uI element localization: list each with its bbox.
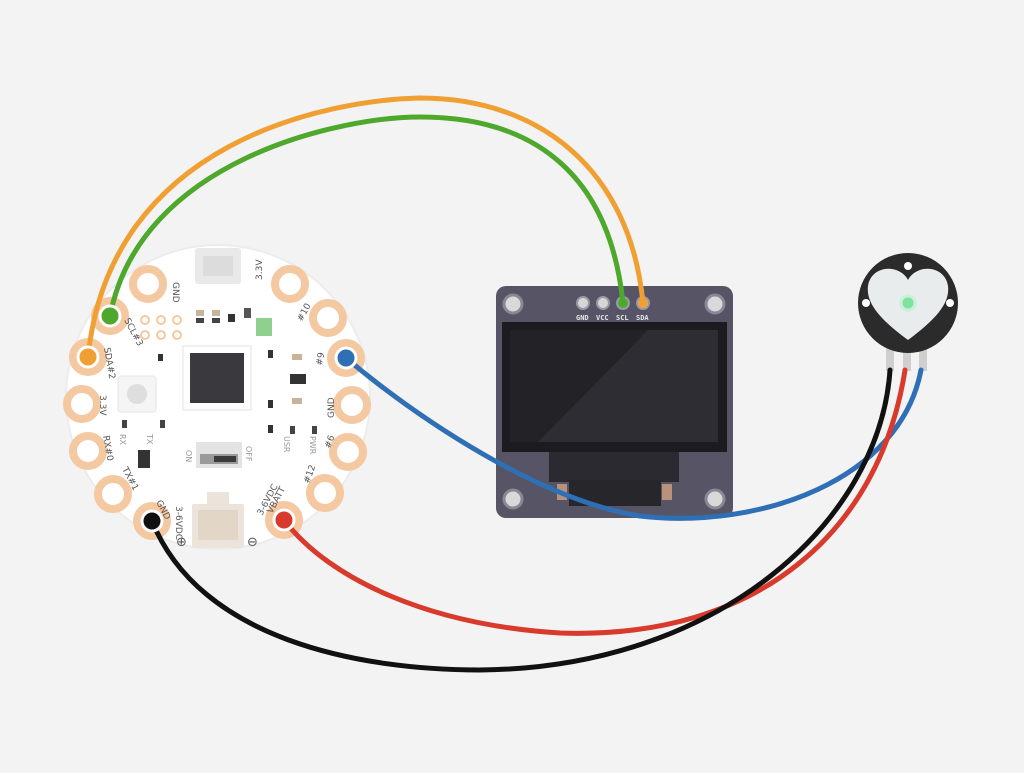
wire-power-red[interactable]: [281, 367, 908, 636]
oled-flex-cable: [549, 452, 679, 482]
smd-component: [268, 400, 273, 408]
pad-rx0[interactable]: [69, 432, 107, 470]
sensor-lead-ground: [886, 345, 894, 371]
resistor: [196, 310, 204, 316]
smd-component: [160, 420, 165, 428]
label-rx0: RX#0: [100, 435, 114, 462]
label-9: #9: [315, 351, 327, 366]
pad-12[interactable]: [306, 474, 344, 512]
pad-3v3-left[interactable]: [63, 385, 101, 423]
label-pwr: PWR: [308, 436, 317, 455]
wire-signal-blue[interactable]: [343, 355, 924, 521]
label-off: OFF: [244, 446, 253, 462]
smd-component: [268, 425, 273, 433]
oled-screen-glare: [510, 330, 648, 442]
oled-flex-tab: [662, 484, 672, 500]
plus-polarity-mark: ⊕: [176, 535, 187, 550]
smd-component: [138, 450, 150, 468]
label-rx: RX: [118, 434, 127, 446]
oled-pin-vcc[interactable]: [596, 296, 610, 310]
via-holes: [140, 315, 182, 340]
wire-end-scl[interactable]: [98, 304, 122, 328]
label-3-6vdc-bottom: 3-6VDC: [173, 506, 183, 540]
smd-component: [290, 374, 306, 384]
microcontroller-board: GND 3.3V #10 #9 GND #6 #12 3-6VDC VBATT …: [63, 244, 371, 550]
sensor-hole: [904, 262, 912, 270]
wire-end-pin9[interactable]: [334, 346, 358, 370]
wire-end-gnd[interactable]: [140, 509, 164, 533]
label-6: #6: [323, 434, 337, 450]
minus-polarity-mark: ⊖: [247, 535, 258, 550]
smd-component: [212, 318, 220, 323]
wire-endpoints: [76, 298, 648, 533]
label-3v3-top: 3.3V: [255, 259, 265, 280]
wire-end-sda[interactable]: [76, 345, 100, 369]
battery-connector-inner: [198, 510, 238, 540]
status-led: [256, 318, 272, 336]
pad-gnd-top[interactable]: [129, 265, 167, 303]
usb-connector-inner: [203, 256, 233, 276]
label-tx: TX: [145, 433, 154, 445]
smd-component: [290, 426, 295, 434]
wire-end-oled-sda[interactable]: [638, 298, 648, 308]
sensor-hole: [862, 299, 870, 307]
resistor: [212, 310, 220, 316]
sensor-lead-signal: [919, 345, 927, 371]
wire-end-vbatt[interactable]: [272, 508, 296, 532]
smd-component: [228, 314, 235, 322]
label-gnd-top: GND: [170, 282, 180, 303]
mounting-hole: [502, 488, 524, 510]
pad-tx1[interactable]: [94, 475, 132, 513]
oled-pin-gnd[interactable]: [576, 296, 590, 310]
label-gnd-right: GND: [327, 397, 337, 418]
sensor-lead-power: [903, 345, 911, 371]
mounting-hole: [704, 293, 726, 315]
label-usr: USR: [282, 436, 291, 453]
smd-component: [244, 308, 251, 318]
label-3v3-left: 3.3V: [97, 395, 107, 416]
smd-component: [268, 350, 273, 358]
smd-component: [312, 426, 317, 434]
mcu-chip: [190, 353, 244, 403]
wires: [85, 95, 924, 673]
battery-connector-tab: [207, 492, 229, 506]
oled-pin-label-gnd: GND: [576, 314, 589, 322]
wire-scl-green[interactable]: [107, 114, 626, 319]
oled-pin-label-scl: SCL: [616, 314, 629, 322]
reset-button-cap[interactable]: [127, 384, 147, 404]
label-on: ON: [184, 450, 193, 462]
sensor-hole: [946, 299, 954, 307]
resistor: [292, 398, 302, 404]
resistor: [292, 354, 302, 360]
wire-ground-black[interactable]: [149, 367, 893, 673]
pad-6[interactable]: [329, 433, 367, 471]
smd-component: [158, 354, 163, 361]
pad-3v3-top[interactable]: [271, 265, 309, 303]
sensor-led: [899, 294, 917, 312]
mounting-hole: [704, 488, 726, 510]
pulse-sensor: [858, 253, 958, 371]
oled-pin-label-sda: SDA: [636, 314, 649, 322]
pad-gnd-right[interactable]: [333, 386, 371, 424]
wire-sda-orange[interactable]: [85, 95, 646, 360]
pad-10[interactable]: [309, 299, 347, 337]
oled-pin-label-vcc: VCC: [596, 314, 609, 322]
oled-display-module: GND VCC SCL SDA: [496, 286, 733, 518]
wire-end-oled-scl[interactable]: [618, 298, 628, 308]
smd-component: [196, 318, 204, 323]
power-switch-slider[interactable]: [214, 456, 236, 462]
smd-component: [122, 420, 127, 428]
mounting-hole: [502, 293, 524, 315]
